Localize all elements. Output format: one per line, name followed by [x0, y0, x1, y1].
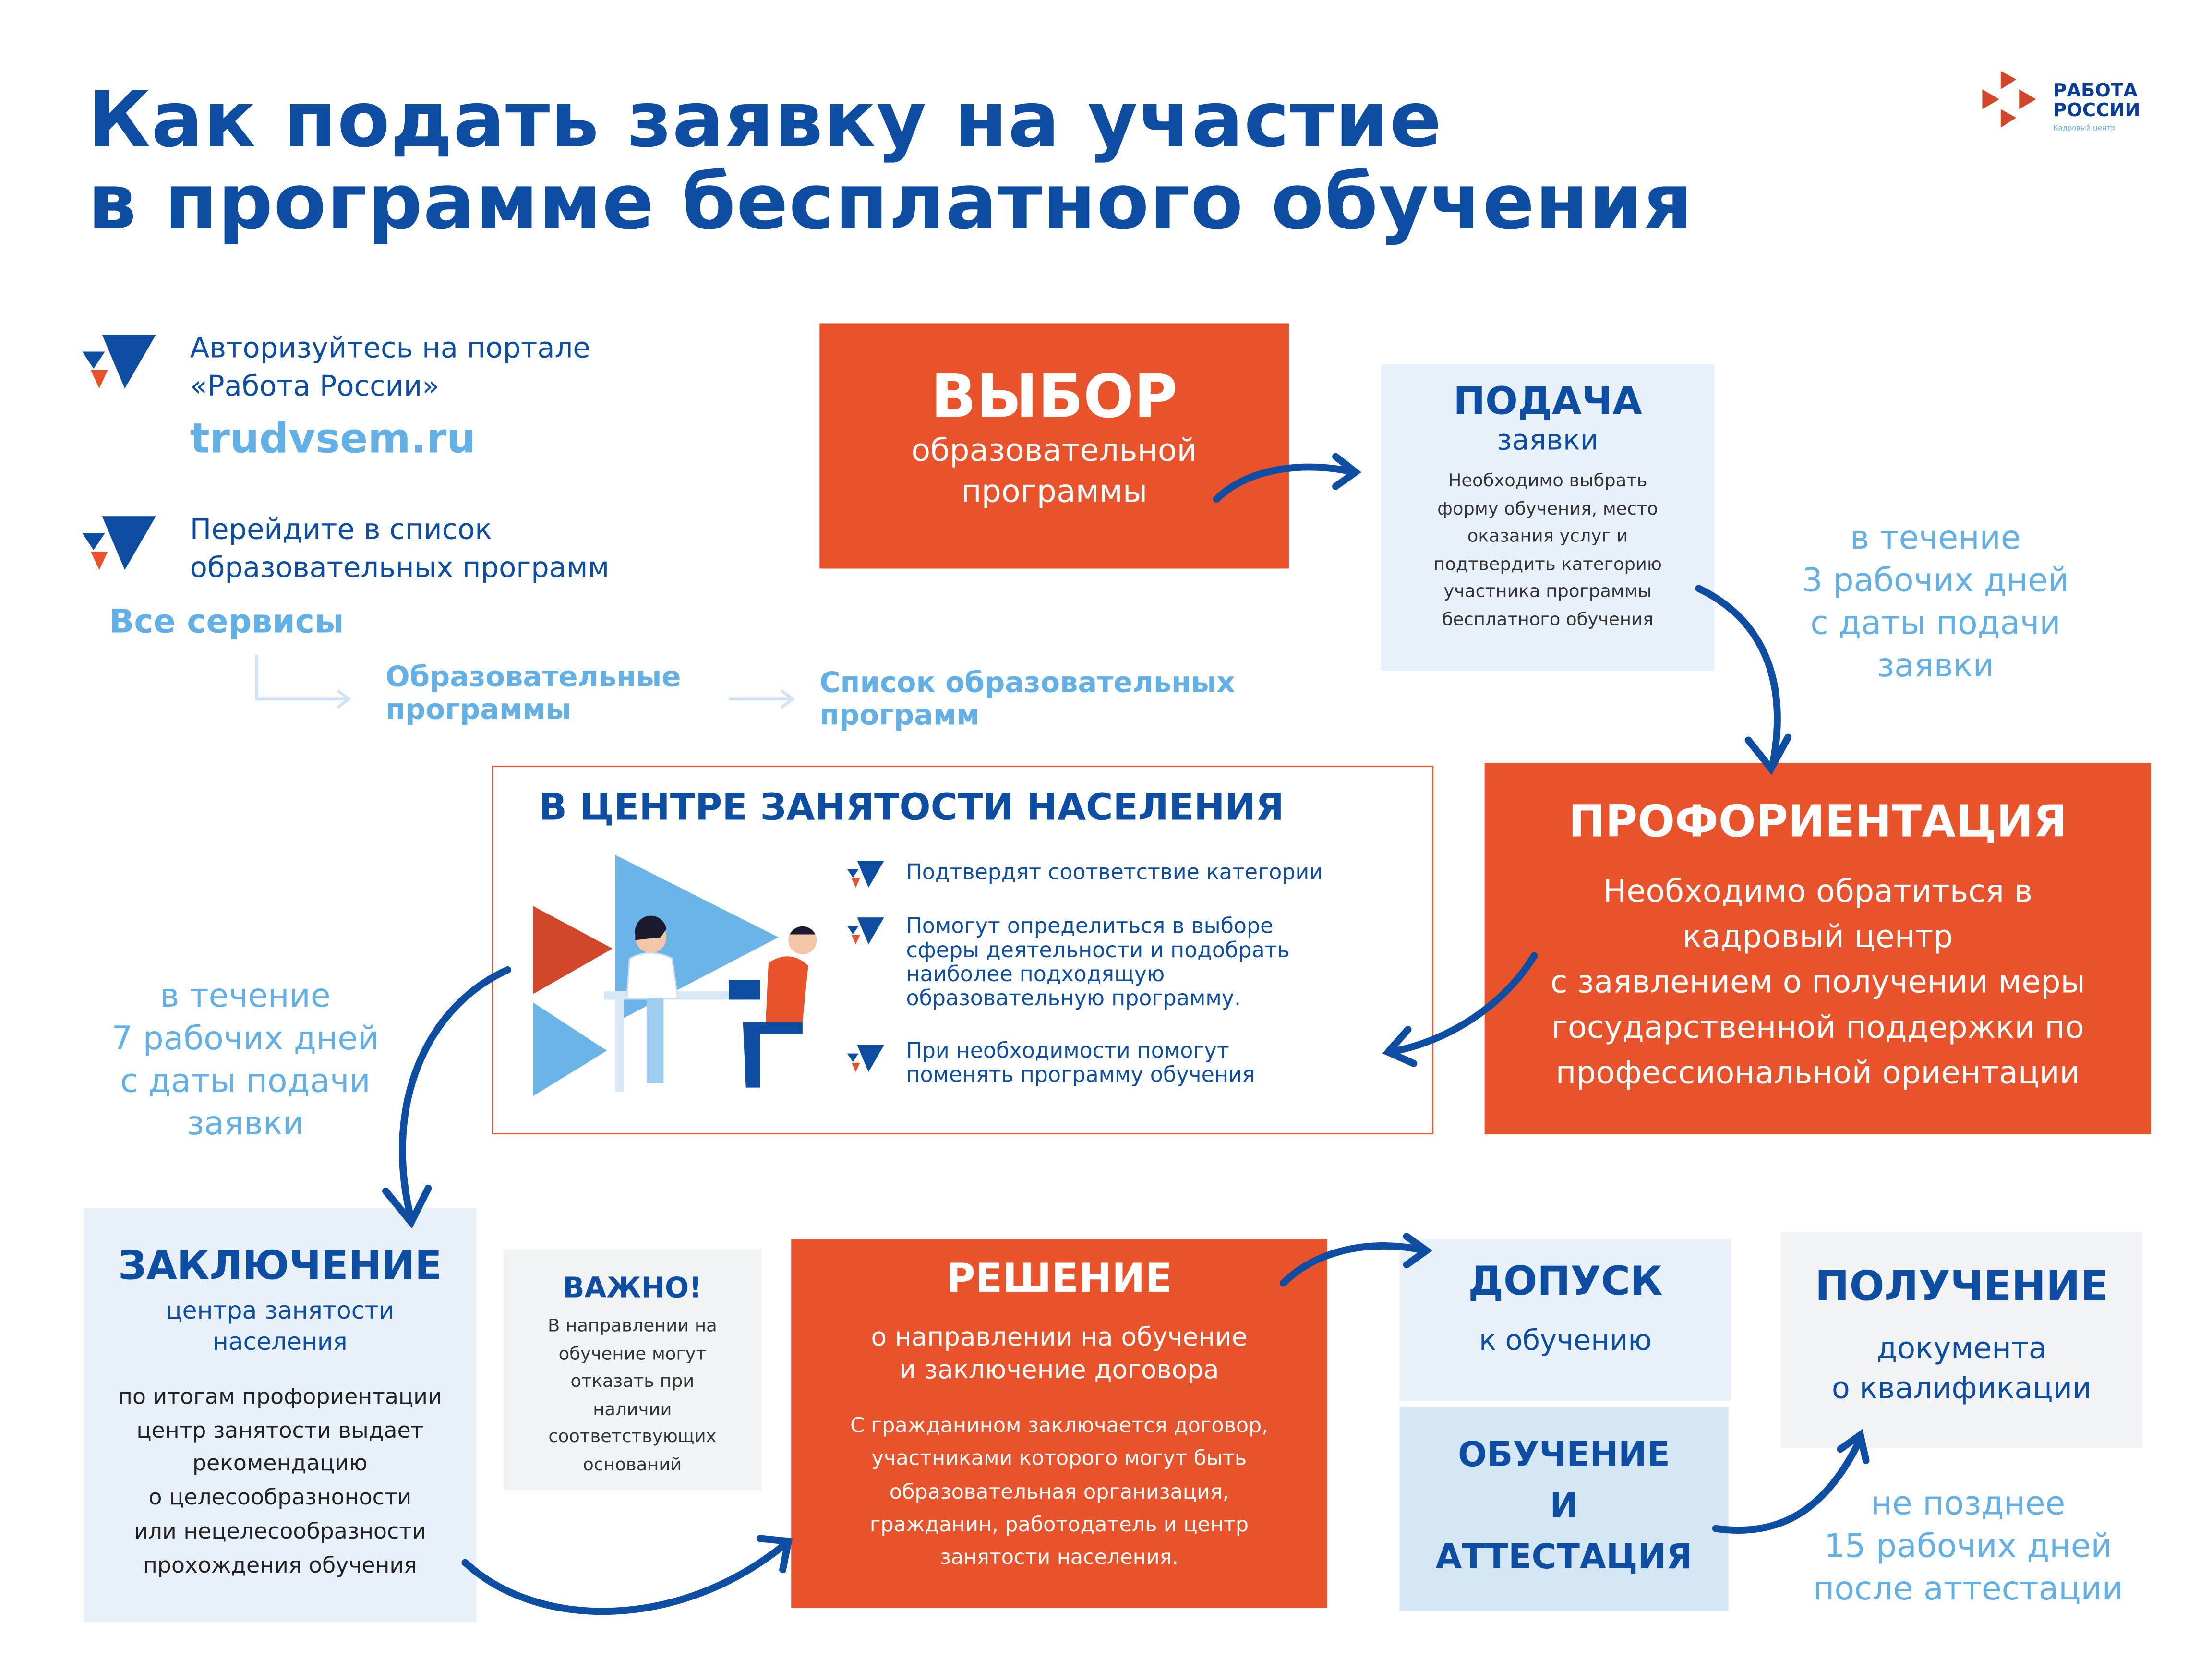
center-item-3: При необходимости помогут поменять прогр…	[906, 1038, 1255, 1088]
logo: РАБОТА РОССИИ Кадровый центр	[1980, 71, 2140, 142]
admission-box: ДОПУСК к обучению	[1399, 1239, 1731, 1401]
arrow-training-receipt	[1712, 1435, 1864, 1534]
arrow-choice-submit	[1213, 463, 1358, 503]
brand-bullet-icon	[847, 1045, 884, 1072]
deadline-3-days: в течение 3 рабочих дней с даты подачи з…	[1802, 520, 2069, 685]
light-arrow-2-head	[780, 689, 795, 709]
portal-link[interactable]: trudvsem.ru	[190, 414, 476, 462]
arrow-submit-orientation	[1695, 585, 1781, 769]
training-box: ОБУЧЕНИЕ И АТТЕСТАЦИЯ	[1399, 1407, 1729, 1611]
edu-programs-link[interactable]: Образовательные программы	[385, 659, 681, 726]
brand-bullet-icon	[82, 335, 156, 389]
light-arrow-1-head	[337, 689, 351, 709]
receipt-box: ПОЛУЧЕНИЕ документа о квалификации	[1780, 1232, 2143, 1448]
center-item-1: Подтвердят соответствие категории	[906, 859, 1323, 885]
logo-triangles-icon	[1982, 71, 2036, 128]
light-arrow-1	[255, 655, 348, 701]
brand-bullet-icon	[847, 860, 884, 888]
conclusion-box: ЗАКЛЮЧЕНИЕ центра занятости населения по…	[84, 1208, 477, 1623]
center-item-2: Помогут определиться в выборе сферы деят…	[906, 913, 1290, 1011]
consultation-illustration	[533, 855, 817, 1096]
choice-box: ВЫБОР образовательной программы	[819, 323, 1289, 569]
brand-bullet-icon	[82, 516, 156, 570]
decision-box: РЕШЕНИЕ о направлении на обучение и закл…	[791, 1239, 1327, 1608]
important-box: ВАЖНО! В направлении на обучение могут о…	[503, 1249, 762, 1491]
arrow-decision-admission	[1279, 1242, 1429, 1287]
step1-text: Авторизуйтесь на портале «Работа России»	[190, 330, 590, 403]
deadline-7-days: в течение 7 рабочих дней с даты подачи з…	[111, 978, 379, 1143]
arrow-conclusion-decision	[461, 1539, 791, 1615]
page-title: Как подать заявку на участие в программе…	[88, 75, 1693, 247]
step2-text: Перейдите в список образовательных прогр…	[190, 512, 610, 584]
submit-description: Необходимо выбрать форму обучения, место…	[1433, 469, 1662, 629]
arrow-orientation-center	[1386, 952, 1538, 1056]
program-list-link[interactable]: Список образовательных программ	[819, 665, 1235, 732]
submit-box: ПОДАЧА заявки Необходимо выбрать форму о…	[1381, 364, 1715, 671]
all-services-link[interactable]: Все сервисы	[109, 604, 344, 641]
arrow-center-conclusion	[399, 966, 511, 1223]
orientation-box: ПРОФОРИЕНТАЦИЯ Необходимо обратиться в к…	[1484, 763, 2151, 1135]
deadline-15-days: не позднее 15 рабочих дней после аттеста…	[1813, 1486, 2123, 1608]
employment-center-box: В ЦЕНТРЕ ЗАНЯТОСТИ НАСЕЛЕНИЯ Подтвердят …	[492, 766, 1434, 1135]
brand-bullet-icon	[847, 917, 884, 945]
